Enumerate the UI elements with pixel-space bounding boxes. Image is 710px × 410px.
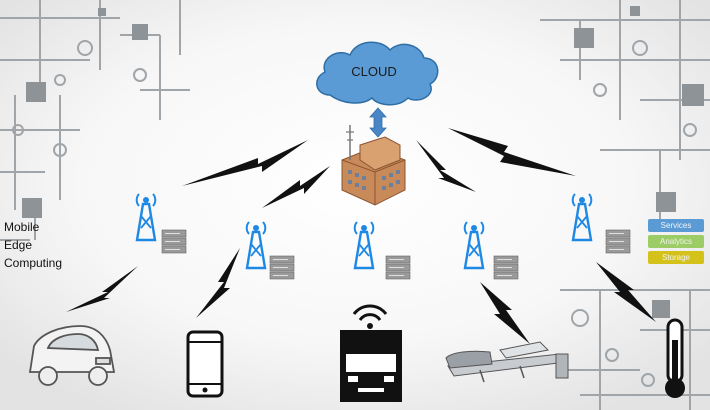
bolt-cloud-tower1 (182, 140, 308, 186)
bolt-drone (480, 282, 530, 344)
label-line: Mobile (4, 220, 40, 234)
bolt-thermometer (596, 262, 656, 322)
circuit-right (540, 0, 710, 410)
label-line: Computing (4, 256, 63, 270)
edge-server-icon (161, 229, 187, 254)
thermometer-icon (665, 318, 685, 398)
bolt-phone (196, 248, 240, 318)
label-line: Edge (4, 238, 33, 252)
storage-box: Storage (648, 251, 704, 264)
bolt-cloud-tower2 (262, 166, 330, 208)
cloud-icon: CLOUD (316, 41, 439, 106)
cloud-label: CLOUD (351, 64, 397, 79)
car-icon (28, 325, 116, 386)
truck-icon (340, 304, 402, 402)
bolt-cloud-tower5 (448, 128, 576, 176)
smartphone-icon (186, 330, 224, 398)
edge-server-icon (605, 229, 631, 254)
circuit-right-pads (574, 6, 704, 318)
edge-server-icon (269, 255, 295, 280)
edge-server-icon (385, 255, 411, 280)
drone-icon (445, 341, 569, 383)
building-icon (341, 125, 406, 206)
cloud-link-arrow (369, 107, 387, 138)
mobile-edge-computing-label: Mobile Edge Computing (4, 218, 84, 272)
analytics-box: Analytics (648, 235, 704, 248)
wireless-links (66, 128, 656, 344)
circuit-left-pads (22, 8, 148, 218)
edge-server-icon (493, 255, 519, 280)
services-box: Services (648, 219, 704, 232)
